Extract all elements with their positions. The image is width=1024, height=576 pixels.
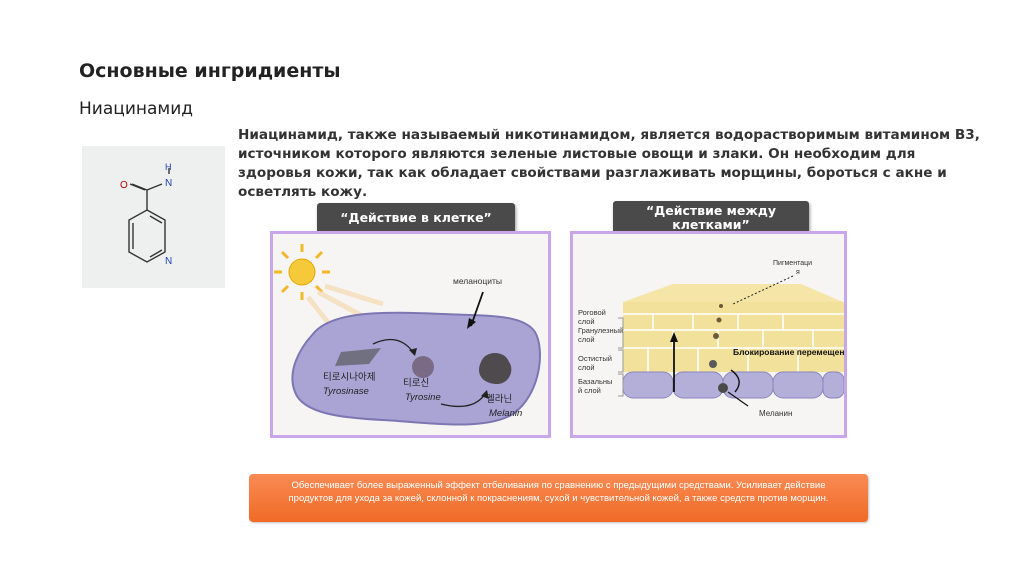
melanin-label-2: Меланин: [759, 409, 792, 418]
layer-granulosum-1: Гранулезный: [578, 326, 623, 335]
melanin-kr-label: 멜라닌: [486, 393, 512, 405]
layer-basale-2: й слой: [578, 386, 601, 395]
description-text: Ниацинамид, также называемый никотинамид…: [238, 127, 980, 200]
benefits-callout: Обеспечивает более выраженный эффект отб…: [249, 474, 868, 522]
pigmentation-label-1: Пигментаци: [773, 260, 812, 267]
tyrosinase-kr-label: 티로시나아제: [323, 372, 375, 383]
slide-title: Основные ингридиенты: [79, 60, 341, 82]
pigmentation-label-2: я: [796, 269, 800, 276]
layer-basale-1: Базальны: [578, 377, 612, 386]
tyrosine-kr-label: 티로신: [403, 378, 429, 389]
atom-n-amide: N: [165, 178, 172, 189]
diagram-in-cell: меланоциты 티로시나아제 Tyrosinase 티로신 Tyrosin…: [270, 231, 551, 438]
melanocytes-label: меланоциты: [453, 276, 502, 286]
niacinamide-structure-image: O N H N: [82, 146, 225, 288]
diagram-between-cells: Пигментаци я Роговой слой Гранулезный сл…: [570, 231, 899, 438]
layer-spinosum-2: слой: [578, 363, 595, 372]
panel-label-between-cells: “Действие между клетками”: [613, 201, 809, 235]
sun-icon: [274, 244, 330, 300]
layer-granulosum-2: слой: [578, 335, 595, 344]
atom-n-ring: N: [165, 256, 172, 267]
tyrosine-label: Tyrosine: [405, 392, 441, 403]
tyrosinase-label: Tyrosinase: [323, 386, 369, 397]
atom-o: O: [120, 180, 128, 191]
tyrosinase-shape: [335, 348, 381, 366]
slide-subtitle: Ниацинамид: [79, 99, 194, 119]
panel-label-in-cell: “Действие в клетке”: [317, 203, 515, 234]
atom-h: H: [165, 162, 172, 172]
layer-spinosum-1: Остистый: [578, 354, 612, 363]
molecule-svg: O N H N: [120, 162, 172, 267]
layer-stratum-corneum-1: Роговой: [578, 308, 606, 317]
melanin-blob: [478, 353, 512, 384]
melanin-label: Melanin: [489, 408, 522, 419]
layer-stratum-corneum-2: слой: [578, 317, 595, 326]
blocking-label: Блокирование перемещения меланина: [733, 347, 844, 357]
